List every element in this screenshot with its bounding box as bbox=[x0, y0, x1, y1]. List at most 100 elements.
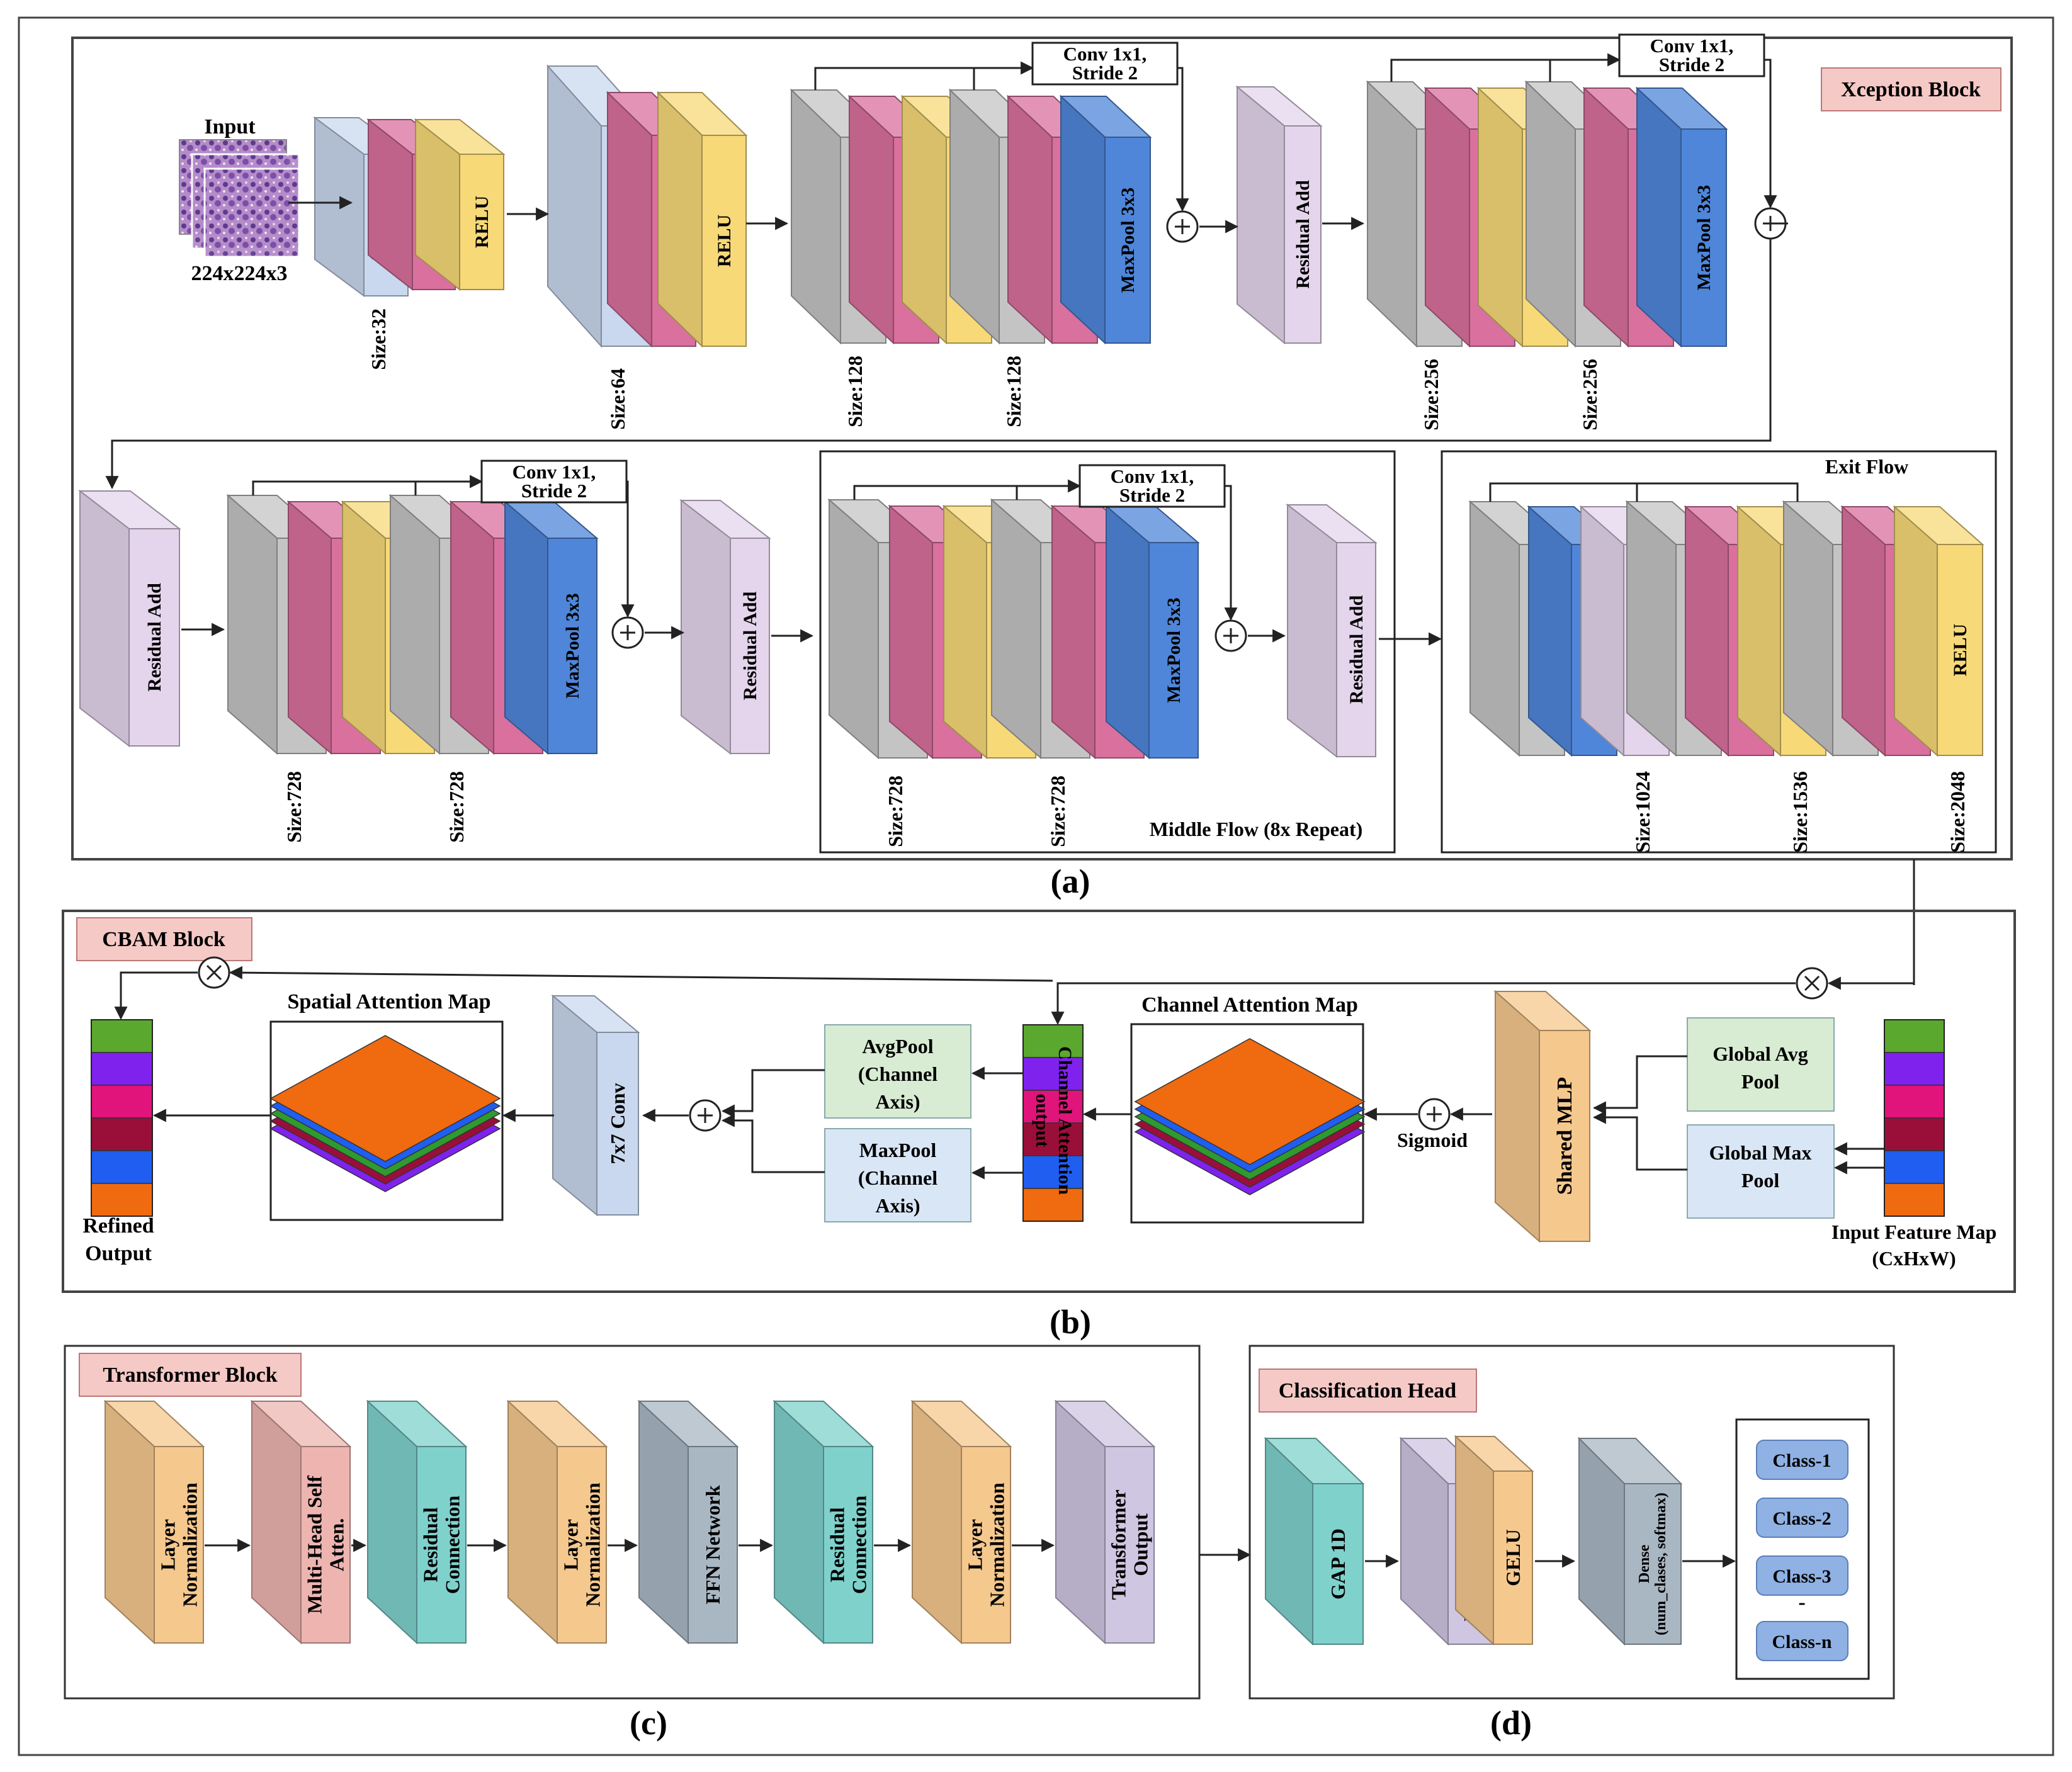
channel-attention-layers bbox=[1134, 1038, 1366, 1195]
channel-attention-output-label-1: Channel Attention bbox=[1055, 1046, 1075, 1195]
transformer-block-1-label-line: Atten. bbox=[326, 1518, 348, 1571]
panel-d-tag-box bbox=[1259, 1369, 1477, 1413]
panel-b-caption: (b) bbox=[1050, 1303, 1091, 1341]
global-avg-box bbox=[1687, 1017, 1835, 1112]
avgpool-label-1: AvgPool bbox=[862, 1035, 933, 1058]
exit-flow-label: Exit Flow bbox=[1825, 455, 1908, 478]
transformer-block-3-label-line: Normalization bbox=[582, 1482, 604, 1607]
transformer-block-7-label-line: Transformer bbox=[1107, 1489, 1129, 1600]
class-box-4: Class-n bbox=[1756, 1621, 1848, 1661]
transformer-block-4: FFN Network bbox=[637, 1399, 739, 1645]
maxpool-block-r2g1-5-label: MaxPool 3x3 bbox=[562, 593, 583, 698]
panel-b-tag-box bbox=[76, 917, 252, 961]
connector bbox=[1051, 982, 1796, 1025]
residual-add-block-1-label-line: Residual Add bbox=[1293, 180, 1313, 289]
gelu-block-label-line: GELU bbox=[1502, 1529, 1524, 1586]
relu-block-1-label-line: RELU bbox=[472, 196, 492, 248]
transformer-block-4-label: FFN Network bbox=[701, 1485, 724, 1604]
gap1d-block: GAP 1D bbox=[1264, 1436, 1365, 1646]
maxpool-block-r2g1-5-label-line: MaxPool 3x3 bbox=[562, 593, 583, 698]
transformer-block-7: TransformerOutput bbox=[1054, 1399, 1156, 1645]
transformer-block-3-label: LayerNormalization bbox=[559, 1482, 604, 1607]
maxpool-block-g2-5-label-line: MaxPool 3x3 bbox=[1694, 185, 1714, 290]
input-feature-map-cell-5 bbox=[1884, 1183, 1945, 1217]
refined-output-cell-3 bbox=[91, 1117, 153, 1151]
connector bbox=[229, 966, 1053, 982]
global-max-label-2: Pool bbox=[1741, 1169, 1780, 1192]
maxpool-block-g1-5-label: MaxPool 3x3 bbox=[1118, 188, 1138, 293]
spatial-attention-layers bbox=[269, 1035, 501, 1192]
refined-output-cell-5 bbox=[91, 1183, 153, 1217]
gap1d-block-label-line: GAP 1D bbox=[1327, 1528, 1349, 1600]
connector bbox=[853, 485, 1018, 500]
residual-add-block-3: Residual Add bbox=[679, 499, 771, 755]
pool-plus bbox=[689, 1099, 722, 1132]
residual-add-block-2-label-line: Residual Add bbox=[144, 583, 165, 692]
residual-add-block-4-label-line: Residual Add bbox=[1346, 595, 1367, 704]
transformer-block-6-label-line: Normalization bbox=[986, 1482, 1009, 1607]
exit-relu-block-8-label-line: RELU bbox=[1950, 624, 1971, 676]
channel-map-layer-4 bbox=[1134, 1038, 1366, 1165]
dense-softmax-block-label-line: (num_clases, softmax) bbox=[1653, 1493, 1669, 1635]
stride-label: Stride 2 bbox=[1119, 484, 1185, 506]
connector bbox=[114, 971, 198, 1020]
sigmoid-label: Sigmoid bbox=[1397, 1129, 1468, 1151]
transformer-block-2: ResidualConnection bbox=[366, 1399, 468, 1645]
transformer-block-7-label-line: Output bbox=[1129, 1513, 1152, 1576]
connector bbox=[1390, 59, 1551, 82]
size-label: Size:64 bbox=[606, 368, 629, 430]
transformer-block-4-label-line: FFN Network bbox=[701, 1485, 724, 1604]
avgpool-box bbox=[824, 1024, 971, 1119]
conv1x1-box-g1: Conv 1x1,Stride 2 bbox=[1031, 42, 1179, 86]
transformer-block-1: Multi-Head SelfAtten. bbox=[250, 1399, 352, 1645]
channel-attention-map-label: Channel Attention Map bbox=[1141, 993, 1358, 1017]
conv1x1-box-r2g2: Conv 1x1,Stride 2 bbox=[1078, 464, 1226, 508]
dense-softmax-block-label: Dense(num_clases, softmax) bbox=[1636, 1493, 1669, 1635]
panel-b-tag: CBAM Block bbox=[102, 928, 225, 951]
conv1x1-label: Conv 1x1, bbox=[1111, 465, 1194, 487]
input-feature-map-label-2: (CxHxW) bbox=[1872, 1247, 1956, 1270]
residual-plus-r2g1 bbox=[611, 616, 644, 649]
global-avg-label-2: Pool bbox=[1741, 1070, 1780, 1093]
class-label-2: Class-2 bbox=[1772, 1508, 1831, 1529]
panel-c-tag-box bbox=[79, 1353, 302, 1397]
gap1d-block-label: GAP 1D bbox=[1327, 1528, 1349, 1600]
conv1x1-box-r2g1: Conv 1x1,Stride 2 bbox=[480, 460, 628, 504]
panel-a-frame bbox=[71, 37, 2013, 861]
maxpool-label-2: (Channel bbox=[858, 1166, 937, 1189]
residual-plus-g1 bbox=[1166, 210, 1199, 243]
avgpool-label-3: Axis) bbox=[875, 1090, 920, 1113]
maxpool-block-r2g2-5-label-line: MaxPool 3x3 bbox=[1163, 597, 1184, 703]
transformer-block-5: ResidualConnection bbox=[773, 1399, 875, 1645]
size-label: Size:128 bbox=[844, 356, 866, 427]
connector bbox=[1763, 59, 1777, 209]
residual-add-block-2-label: Residual Add bbox=[144, 583, 165, 692]
size-label: Size:256 bbox=[1578, 359, 1601, 431]
input-feature-map-label-1: Input Feature Map bbox=[1831, 1221, 1997, 1243]
size-label: Size:32 bbox=[367, 308, 390, 370]
global-max-label-1: Global Max bbox=[1709, 1141, 1812, 1164]
exit-relu-block-8: RELU bbox=[1893, 505, 1984, 757]
channel-attention-output-cell-1 bbox=[1022, 1057, 1084, 1091]
transformer-block-0-label-line: Normalization bbox=[179, 1482, 201, 1607]
panel-c-tag: Transformer Block bbox=[103, 1363, 277, 1387]
residual-plus-r2g2 bbox=[1214, 619, 1247, 652]
size-label: Size:1536 bbox=[1789, 771, 1811, 853]
channel-attention-output-label-2: output bbox=[1032, 1093, 1053, 1147]
connector bbox=[621, 480, 635, 618]
panel-a-caption: (a) bbox=[1051, 862, 1090, 900]
transformer-block-3-label-line: Layer bbox=[559, 1519, 582, 1571]
transformer-block-6-label: LayerNormalization bbox=[963, 1482, 1008, 1607]
residual-add-block-3-label: Residual Add bbox=[740, 591, 761, 700]
class-box-1: Class-1 bbox=[1756, 1440, 1848, 1480]
stride-label: Stride 2 bbox=[1659, 54, 1724, 76]
stride-label: Stride 2 bbox=[521, 480, 587, 502]
avgpool-label-2: (Channel bbox=[858, 1063, 937, 1085]
refined-output-cell-1 bbox=[91, 1052, 153, 1086]
transformer-block-6: LayerNormalization bbox=[910, 1399, 1012, 1645]
input-image bbox=[179, 139, 300, 258]
input-feature-map-cell-0 bbox=[1884, 1019, 1945, 1053]
stride-label: Stride 2 bbox=[1072, 62, 1138, 84]
shared-mlp-block-label-line: Shared MLP bbox=[1553, 1077, 1577, 1195]
